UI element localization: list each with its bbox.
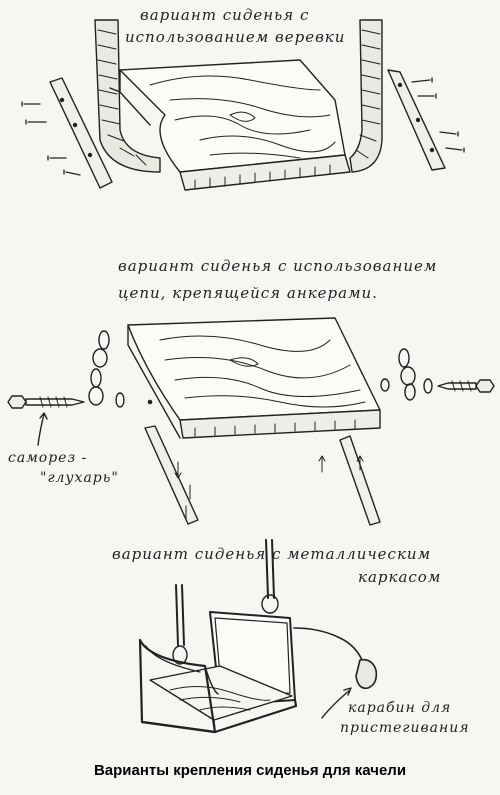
right-rope [349, 19, 383, 173]
left-strip [49, 77, 113, 189]
section1-title-line1: вариант сиденья с [140, 6, 310, 24]
chain-seat-illustration [7, 317, 495, 526]
left-ring [172, 645, 188, 665]
section2-title-line1: вариант сиденья с использованием [118, 257, 438, 275]
section1-title-line2: использованием веревки [125, 28, 346, 46]
screw-label-arrow [37, 412, 48, 446]
left-rope [94, 19, 161, 173]
right-washer-2 [423, 378, 433, 394]
section2-title-line2: цепи, крепящейся анкерами. [118, 284, 378, 302]
carabiner [355, 658, 378, 690]
left-washer [115, 392, 125, 408]
section3-title-line1: вариант сиденья с металлическим [112, 545, 432, 563]
screw-label-line1: саморез - [8, 450, 88, 466]
right-under-strip [339, 435, 381, 526]
right-lag-screw [437, 379, 495, 393]
carabiner-label-line1: карабин для [348, 700, 452, 716]
carabiner-label-line2: пристегивания [340, 720, 470, 736]
section3-title-line2: каркасом [358, 568, 442, 586]
right-ring [261, 594, 279, 614]
rope-seat-illustration [21, 19, 465, 191]
right-washer [380, 378, 390, 392]
figure-caption: Варианты крепления сиденья для качели [93, 762, 407, 779]
right-chain [398, 348, 416, 401]
left-chain [88, 330, 110, 406]
left-lag-screw [7, 395, 85, 409]
screw-label-line2: "глухарь" [40, 470, 119, 486]
left-under-strip [144, 425, 199, 525]
carabiner-label-arrow [321, 687, 352, 719]
metal-frame-seat-illustration [138, 539, 378, 734]
